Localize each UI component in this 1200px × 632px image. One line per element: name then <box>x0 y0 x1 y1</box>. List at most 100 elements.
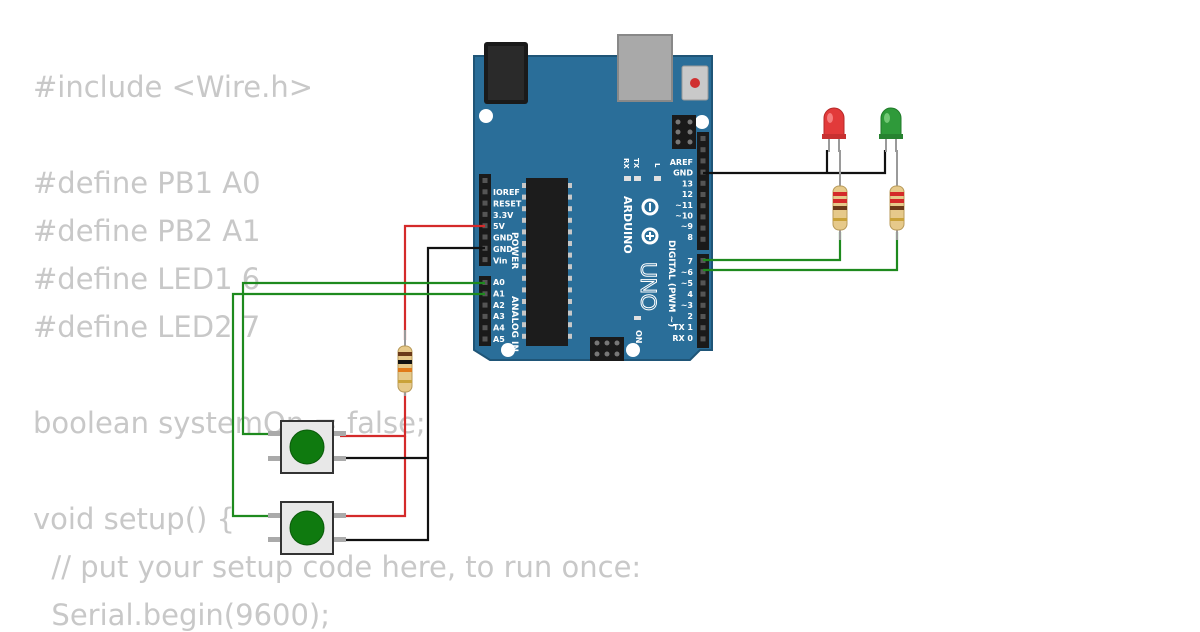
code-line: void setup() { <box>33 502 235 536</box>
chip-pin <box>522 275 526 281</box>
code-line: #define LED2 7 <box>33 310 261 344</box>
header-pin <box>482 200 488 206</box>
header-pin <box>700 269 706 275</box>
pushbutton-1[interactable] <box>268 420 346 474</box>
mounting-hole <box>501 343 515 357</box>
chip-pin <box>568 252 572 258</box>
header-pin <box>700 147 706 153</box>
led-resistor-green[interactable] <box>889 150 905 240</box>
chip-pin <box>568 183 572 188</box>
chip-pin <box>522 241 526 246</box>
wire-pin7-green[interactable] <box>703 232 842 262</box>
atmega-chip <box>522 178 572 346</box>
code-line: Serial.begin(9600); <box>33 598 331 632</box>
analog-header <box>479 276 491 346</box>
header-pin <box>700 158 706 164</box>
pin-label: AREF <box>670 158 693 167</box>
mounting-hole <box>626 343 640 357</box>
chip-pin <box>568 217 572 223</box>
wire-a0-green[interactable] <box>241 281 485 436</box>
code-line: #define PB2 A1 <box>33 214 261 248</box>
led-green[interactable] <box>879 107 903 152</box>
header-pin <box>482 302 488 308</box>
rx-label: RX <box>622 158 630 169</box>
tx-led <box>634 176 641 181</box>
pulldown-resistor[interactable] <box>397 330 413 396</box>
header-pin <box>482 178 488 183</box>
wire-gnd-to-leds[interactable] <box>703 150 887 175</box>
header-pin <box>700 280 706 286</box>
header-pin <box>700 325 706 331</box>
analog-section-label: ANALOG IN <box>509 296 519 352</box>
wire-gnd-black[interactable] <box>340 246 485 542</box>
pin-label: 3.3V <box>493 211 514 220</box>
header-pin <box>482 313 488 319</box>
code-line: #define LED1 6 <box>33 262 261 296</box>
header-pin <box>482 257 488 263</box>
header-pin <box>700 192 706 197</box>
chip-pin <box>568 264 572 270</box>
header-pin <box>700 336 706 342</box>
wire-red-to-button2[interactable] <box>340 436 407 518</box>
pin-label: 4 <box>687 290 693 299</box>
chip-pin <box>568 206 572 212</box>
pin-label: 8 <box>687 233 693 242</box>
chip-pin <box>522 217 526 223</box>
header-pin <box>482 234 488 240</box>
pin-label: ~3 <box>681 301 693 310</box>
wire-pin6-green[interactable] <box>703 232 899 272</box>
chip-pin <box>568 275 572 281</box>
pin-label: TX 1 <box>673 323 693 332</box>
l-label: L <box>653 163 661 168</box>
wire-a1-green[interactable] <box>231 292 485 518</box>
chip-pin <box>522 252 526 258</box>
rx-led <box>624 176 631 181</box>
chip-pin <box>568 241 572 246</box>
brand-label: ARDUINO <box>621 196 634 254</box>
pin-label: IOREF <box>493 188 520 197</box>
pin-label: A5 <box>493 335 505 344</box>
wire-5v-red[interactable] <box>403 224 485 340</box>
icsp-header <box>590 337 624 361</box>
mounting-hole <box>695 115 709 129</box>
header-pin <box>482 336 488 342</box>
pushbutton-2[interactable] <box>268 501 346 555</box>
code-line: #define PB1 A0 <box>33 166 261 200</box>
pin-label: ~6 <box>681 268 694 277</box>
pin-label: 12 <box>682 190 693 199</box>
chip-pin <box>568 310 572 316</box>
pin-label: ~10 <box>675 212 693 221</box>
code-line: // put your setup code here, to run once… <box>33 550 642 584</box>
arduino-logo-icon <box>641 198 659 245</box>
chip-pin <box>568 322 572 328</box>
chip-pin <box>522 194 526 200</box>
chip-pin <box>522 264 526 270</box>
header-pin <box>700 225 706 231</box>
led-red[interactable] <box>822 107 846 152</box>
pin-label: A3 <box>493 312 505 321</box>
chip-pin <box>568 229 572 235</box>
pin-label: GND <box>673 169 693 178</box>
pin-label: 5V <box>493 222 506 231</box>
chip-pin <box>522 229 526 235</box>
chip-pin <box>522 299 526 304</box>
header-pin <box>700 180 706 186</box>
mounting-hole <box>479 109 493 123</box>
usb-port <box>617 34 673 102</box>
chip-pin <box>568 287 572 293</box>
led-resistor-red[interactable] <box>832 150 848 240</box>
header-pin <box>700 236 706 242</box>
wire-red-to-button1[interactable] <box>340 384 407 438</box>
pin-label: Vin <box>493 256 508 265</box>
header-pin <box>482 189 488 195</box>
header-pin <box>482 325 488 331</box>
header-pin <box>700 314 706 319</box>
pin-label: 13 <box>682 179 693 188</box>
header-pin <box>482 211 488 217</box>
header-pin <box>700 302 706 308</box>
digital-header-bottom <box>697 254 709 348</box>
code-line: #include <Wire.h> <box>33 70 314 104</box>
header-pin <box>700 291 706 297</box>
